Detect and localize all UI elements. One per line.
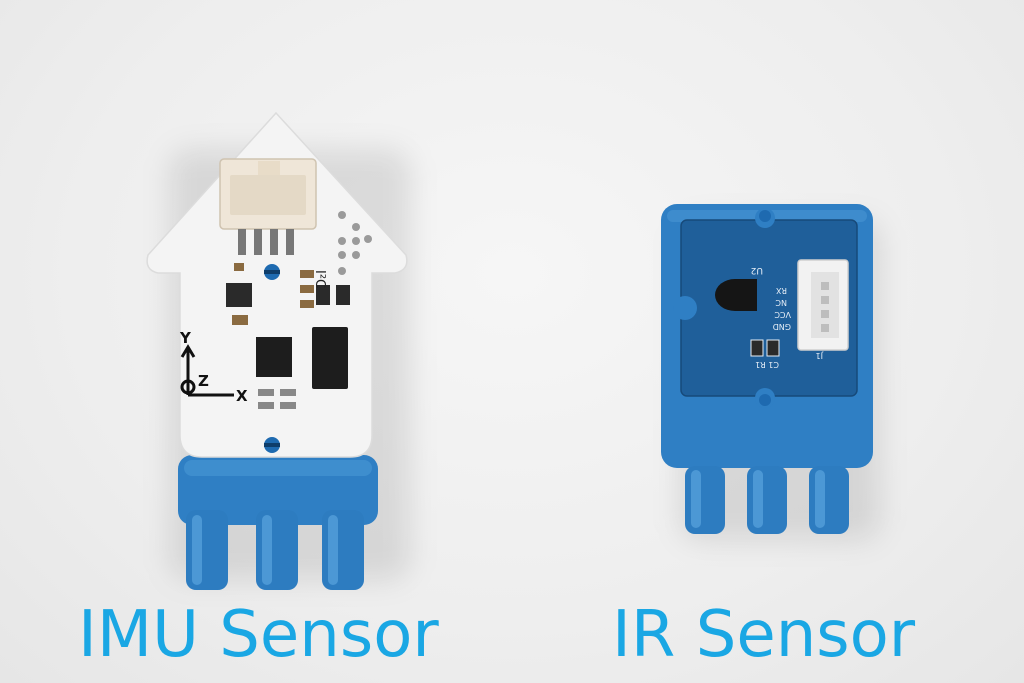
ir-smd-parts bbox=[750, 339, 780, 357]
pin-gnd: GND bbox=[773, 322, 791, 331]
axis-z-label: Z bbox=[198, 372, 209, 390]
ir-screw-top bbox=[759, 210, 771, 222]
c1r1-label: C1 R1 bbox=[755, 360, 779, 369]
imu-connector bbox=[219, 158, 317, 255]
imu-chips bbox=[226, 263, 350, 409]
i2c-label: I²C bbox=[312, 270, 327, 288]
imu-sensor-caption: IMU Sensor bbox=[78, 598, 439, 672]
imu-housing bbox=[178, 455, 378, 590]
axis-y-label: Y bbox=[179, 329, 192, 347]
imu-sensor-module: Y Z X I²C bbox=[146, 111, 408, 590]
u2-label: U2 bbox=[751, 265, 763, 275]
j1-label: J1 bbox=[816, 351, 824, 360]
ir-sensor-module: U2 RX NC VCC GND J1 C1 R1 bbox=[661, 204, 873, 534]
pin-vcc: VCC bbox=[774, 310, 791, 319]
pin-rx: RX bbox=[775, 286, 787, 295]
ir-receiver bbox=[715, 279, 757, 311]
imu-vias bbox=[338, 211, 372, 275]
pin-nc: NC bbox=[775, 298, 787, 307]
ir-screw-bottom bbox=[759, 394, 771, 406]
axis-diagram bbox=[180, 344, 234, 397]
axis-x-label: X bbox=[236, 387, 248, 405]
ir-connector bbox=[797, 259, 849, 351]
ir-sensor-caption: IR Sensor bbox=[612, 598, 916, 672]
